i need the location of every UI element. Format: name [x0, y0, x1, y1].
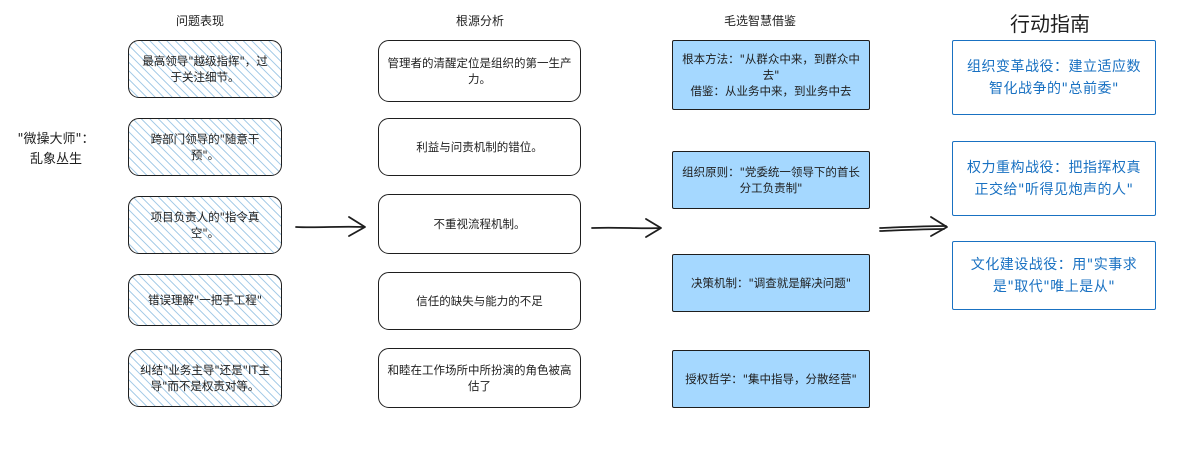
problem-box: 纠结"业务主导"还是"IT主导"而不是权责对等。 [128, 349, 282, 407]
cause-box: 利益与问责机制的错位。 [378, 118, 581, 176]
action-box: 权力重构战役：把指挥权真正交给"听得见炮声的人" [952, 141, 1156, 216]
arrow-mao-to-action [879, 216, 948, 237]
problem-box: 跨部门领导的"随意干预"。 [128, 118, 282, 176]
problem-box: 错误理解"一把手工程" [128, 274, 282, 326]
cause-box: 管理者的清醒定位是组织的第一生产力。 [378, 40, 581, 102]
action-box: 组织变革战役：建立适应数智化战争的"总前委" [952, 40, 1156, 115]
mao-column-title: 毛选智慧借鉴 [723, 14, 796, 28]
cause-box: 信任的缺失与能力的不足 [378, 272, 581, 330]
action-column-title: 行动指南 [1010, 12, 1090, 36]
cause-box: 和睦在工作场所中所扮演的角色被高估了 [378, 348, 581, 408]
problems-column-title: 问题表现 [175, 14, 224, 28]
mao-box: 授权哲学："集中指导，分散经营" [672, 350, 870, 408]
problem-box: 最高领导"越级指挥"，过于关注细节。 [128, 40, 282, 98]
action-box: 文化建设战役：用"实事求是"取代"唯上是从" [952, 241, 1156, 310]
arrow-problems-to-causes [295, 216, 366, 237]
causes-column-title: 根源分析 [455, 14, 504, 28]
mao-box: 组织原则："党委统一领导下的首长分工负责制" [672, 151, 870, 209]
side-label: "微操大师"： 乱象丛生 [6, 130, 106, 170]
cause-box: 不重视流程机制。 [378, 194, 581, 254]
side-label-line1: "微操大师"： [17, 132, 95, 147]
side-label-line2: 乱象丛生 [29, 152, 82, 167]
arrow-causes-to-mao [591, 218, 662, 238]
mao-box: 根本方法："从群众中来，到群众中去" 借鉴：从业务中来，到业务中去 [672, 40, 870, 110]
mao-box: 决策机制："调查就是解决问题" [672, 254, 870, 312]
problem-box: 项目负责人的"指令真空"。 [128, 196, 282, 254]
